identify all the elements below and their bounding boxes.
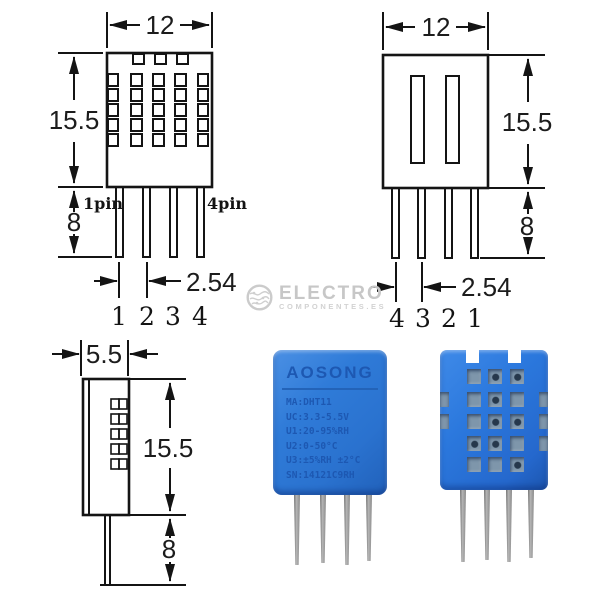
vent-hole	[488, 436, 502, 451]
vent-hole	[510, 457, 524, 472]
front-pin-number-4: 4	[192, 302, 208, 331]
side-view-texts: 5.5 15.5 8	[86, 339, 193, 564]
vent-hole	[510, 369, 524, 384]
watermark-domain: COMPONENTES.ES	[279, 301, 387, 311]
back-view-drawing	[371, 12, 545, 302]
edge-vent-hole	[539, 436, 548, 451]
back-pin-number-1: 1	[467, 304, 483, 333]
front-height-dim: 15.5	[49, 105, 100, 135]
metal-pin	[506, 490, 512, 562]
front-view-drawing	[58, 12, 214, 298]
vent-hole	[467, 414, 481, 429]
back-height-dim: 15.5	[502, 107, 553, 137]
label-divider	[282, 388, 378, 390]
top-notch	[466, 349, 479, 363]
spec-line-serial: SN:14121C9RH	[286, 469, 355, 481]
back-pin-number-3: 3	[415, 304, 431, 333]
front-width-dim: 12	[146, 10, 175, 40]
watermark-brand: ELECTRO	[279, 282, 384, 304]
side-width-dim: 5.5	[86, 339, 122, 369]
vent-hole	[488, 369, 502, 384]
back-view-texts: 12 15.5 8 2.54 4 3 2 1	[389, 12, 552, 333]
sensor-back-body: AOSONG MA:DHT11 UC:3.3-5.5V U1:20-95%RH …	[273, 350, 387, 495]
side-pinlen-dim: 8	[162, 534, 176, 564]
front-pins	[115, 186, 205, 258]
vent-hole	[510, 414, 524, 429]
edge-vent-hole	[539, 414, 548, 429]
spec-line-model: MA:DHT11	[286, 397, 332, 408]
front-pin-number-2: 2	[139, 302, 155, 331]
metal-pin	[484, 490, 490, 560]
edge-vent-hole	[440, 392, 449, 407]
back-pinlen-dim: 8	[520, 211, 534, 241]
spec-line-temp-range: U2:0-50°C	[286, 440, 338, 452]
side-height-dim: 15.5	[143, 433, 194, 463]
vent-hole	[510, 436, 524, 451]
front-pitch-dim: 2.54	[186, 267, 237, 297]
vent-hole	[467, 436, 481, 451]
sensor-photo-back: AOSONG MA:DHT11 UC:3.3-5.5V U1:20-95%RH …	[273, 350, 387, 565]
front-pinlen-dim: 8	[67, 207, 81, 237]
front-pin1-label: 1pin	[83, 194, 123, 213]
metal-pin	[366, 495, 372, 561]
back-pin-number-2: 2	[441, 304, 457, 333]
back-pin-number-4: 4	[389, 304, 405, 333]
side-vent-squares	[110, 398, 128, 470]
front-view-texts: 12 15.5 8 2.54 1pin 4pin 1 2 3 4	[49, 10, 248, 331]
edge-vent-hole	[440, 414, 449, 429]
vent-hole	[488, 457, 502, 472]
back-pitch-dim: 2.54	[461, 272, 512, 302]
front-pin-number-3: 3	[165, 302, 181, 331]
side-view-drawing	[52, 340, 186, 586]
metal-pin	[344, 495, 350, 565]
vent-hole	[467, 392, 481, 407]
side-pin	[104, 514, 111, 586]
vent-hole	[510, 392, 524, 407]
spec-line-voltage: UC:3.3-5.5V	[286, 411, 349, 423]
front-pin-number-1: 1	[111, 302, 127, 331]
vent-hole	[488, 392, 502, 407]
spec-line-humidity-range: U1:20-95%RH	[286, 426, 349, 437]
top-notch	[508, 349, 521, 363]
sensor-brand-text: AOSONG	[286, 363, 374, 382]
sensor-photo-front	[440, 349, 548, 562]
front-vent-grid	[107, 73, 209, 147]
vent-hole	[467, 457, 481, 472]
metal-pin	[528, 490, 534, 558]
spec-line-accuracy: U3:±5%RH ±2°C	[286, 455, 361, 466]
back-body-outline	[381, 53, 490, 190]
metal-pin	[294, 495, 300, 565]
back-pins	[391, 187, 479, 259]
back-width-dim: 12	[422, 12, 451, 42]
front-pin4-label: 4pin	[207, 194, 247, 213]
vent-hole	[488, 414, 502, 429]
metal-pin	[320, 495, 326, 563]
metal-pin	[460, 490, 466, 562]
watermark: ELECTRO COMPONENTES.ES	[246, 284, 386, 311]
vent-hole	[467, 369, 481, 384]
back-slot-left	[410, 75, 425, 164]
back-slot-right	[445, 75, 460, 164]
watermark-logo-icon	[246, 284, 273, 311]
sensor-front-body	[440, 349, 548, 490]
edge-vent-hole	[539, 392, 548, 407]
